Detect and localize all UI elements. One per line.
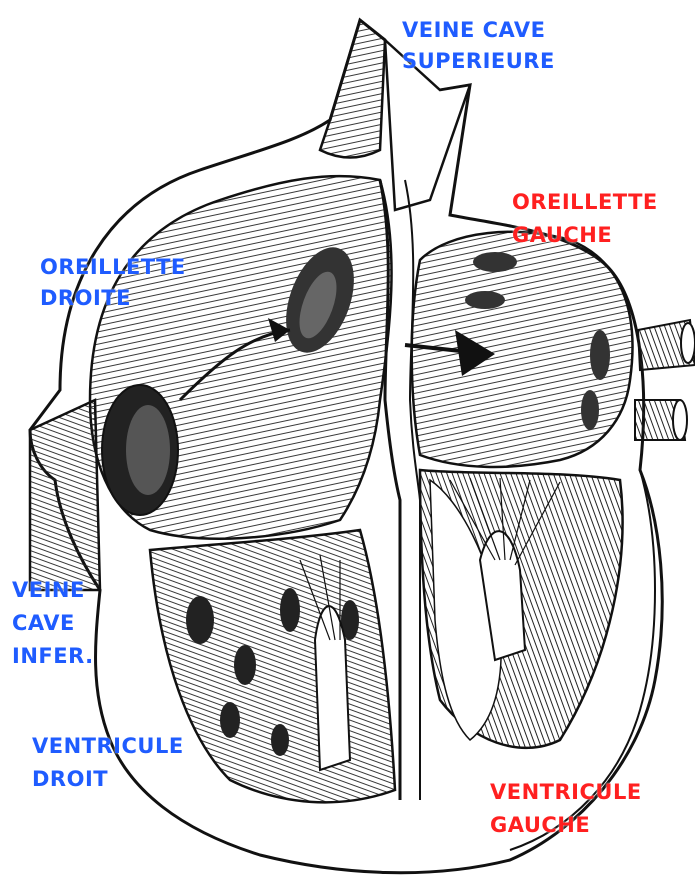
label-oreillette-droite: OREILLETTE DROITE — [40, 257, 186, 309]
label-ventricule-gauche: VENTRICULE GAUCHE — [490, 782, 642, 836]
inferior-vena-cava — [30, 400, 100, 590]
label-veine-cave-inferieure: VEINE CAVE INFER. — [12, 580, 94, 667]
label-line: GAUCHE — [490, 815, 642, 836]
label-line: CAVE — [12, 613, 94, 634]
label-line: OREILLETTE — [40, 257, 186, 278]
label-line: VEINE CAVE — [402, 20, 555, 41]
label-line: DROIT — [32, 769, 184, 790]
label-line: VENTRICULE — [32, 736, 184, 757]
label-line: GAUCHE — [512, 225, 658, 246]
label-line: DROITE — [40, 288, 186, 309]
label-line: INFER. — [12, 646, 94, 667]
label-veine-cave-superieure: VEINE CAVE SUPERIEURE — [402, 20, 555, 72]
label-ventricule-droit: VENTRICULE DROIT — [32, 736, 184, 790]
label-line: VEINE — [12, 580, 94, 601]
label-line: VENTRICULE — [490, 782, 642, 803]
label-line: OREILLETTE — [512, 192, 658, 213]
label-oreillette-gauche: OREILLETTE GAUCHE — [512, 192, 658, 246]
label-line: SUPERIEURE — [402, 51, 555, 72]
